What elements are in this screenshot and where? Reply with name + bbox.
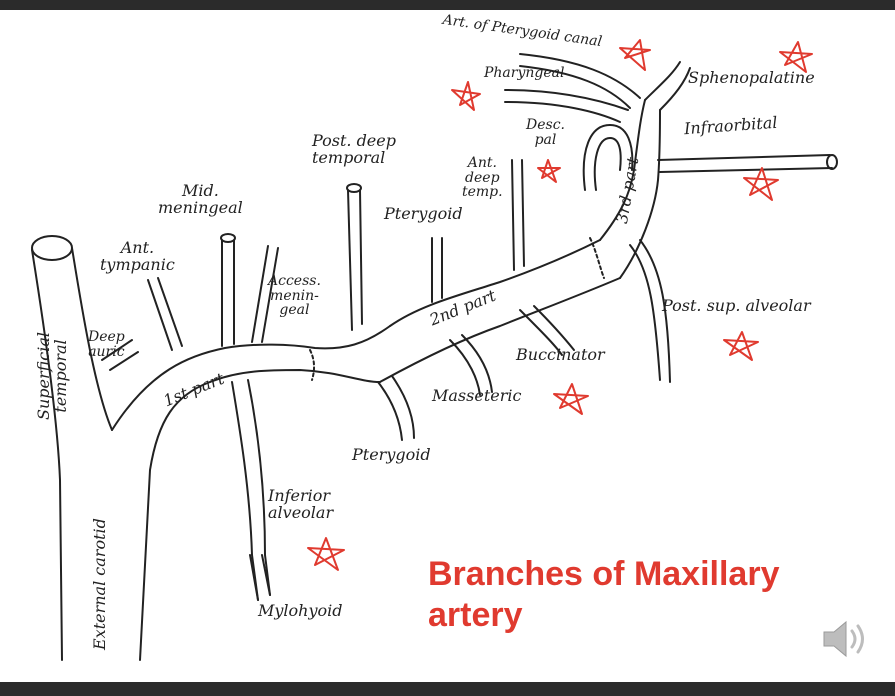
superficial-temporal-opening [31,235,73,261]
label-deep-auric: Deep auric [88,329,125,360]
label-post-deep-temporal: Post. deep temporal [312,131,396,167]
artery-diagram [31,39,838,661]
star-mark-masseteric [553,383,589,415]
external-carotid-vessel-right [139,381,211,661]
first-part-upper [111,325,391,431]
label-ant-tympanic: Ant. tympanic [100,238,175,274]
slide-title: Branches of Maxillary artery [428,555,780,634]
star-mark-pharyngeal [451,81,481,111]
label-pterygoid-lower: Pterygoid [352,445,431,464]
label-ant-deep-temp: Ant. deep temp. [462,155,503,201]
second-part-lower [379,277,621,383]
star-mark-inferior-alveolar [307,537,345,571]
star-mark-desc-pal [537,159,561,183]
star-mark-pterygoid-canal [619,39,651,71]
star-mark-post-sup-alveolar [723,331,759,361]
star-mark-infraorbital [743,167,779,201]
label-access-meningeal: Access. menin- geal [268,273,321,319]
external-carotid-vessel [31,249,63,661]
label-masseteric: Masseteric [432,386,522,405]
label-inferior-alveolar: Inferior alveolar [268,486,334,522]
slide: Superficial temporal External carotid De… [0,10,895,682]
superficial-temporal-vessel [71,247,113,431]
first-part-lower [209,369,381,383]
label-buccinator: Buccinator [516,345,605,364]
label-pharyngeal: Pharyngeal [484,65,565,81]
star-mark-sphenopalatine [779,41,813,73]
label-external-carotid: External carotid [90,518,109,650]
label-superficial-temporal: Superficial temporal [34,331,70,420]
second-part-upper [389,239,601,327]
label-post-sup-alveolar: Post. sup. alveolar [662,296,811,315]
label-pterygoid-upper: Pterygoid [384,204,463,223]
label-mid-meningeal: Mid. meningeal [158,181,243,217]
speaker-icon[interactable] [820,616,870,662]
label-desc-pal: Desc. pal [526,117,565,148]
label-sphenopalatine: Sphenopalatine [688,68,815,87]
label-mylohyoid: Mylohyoid [258,601,343,620]
